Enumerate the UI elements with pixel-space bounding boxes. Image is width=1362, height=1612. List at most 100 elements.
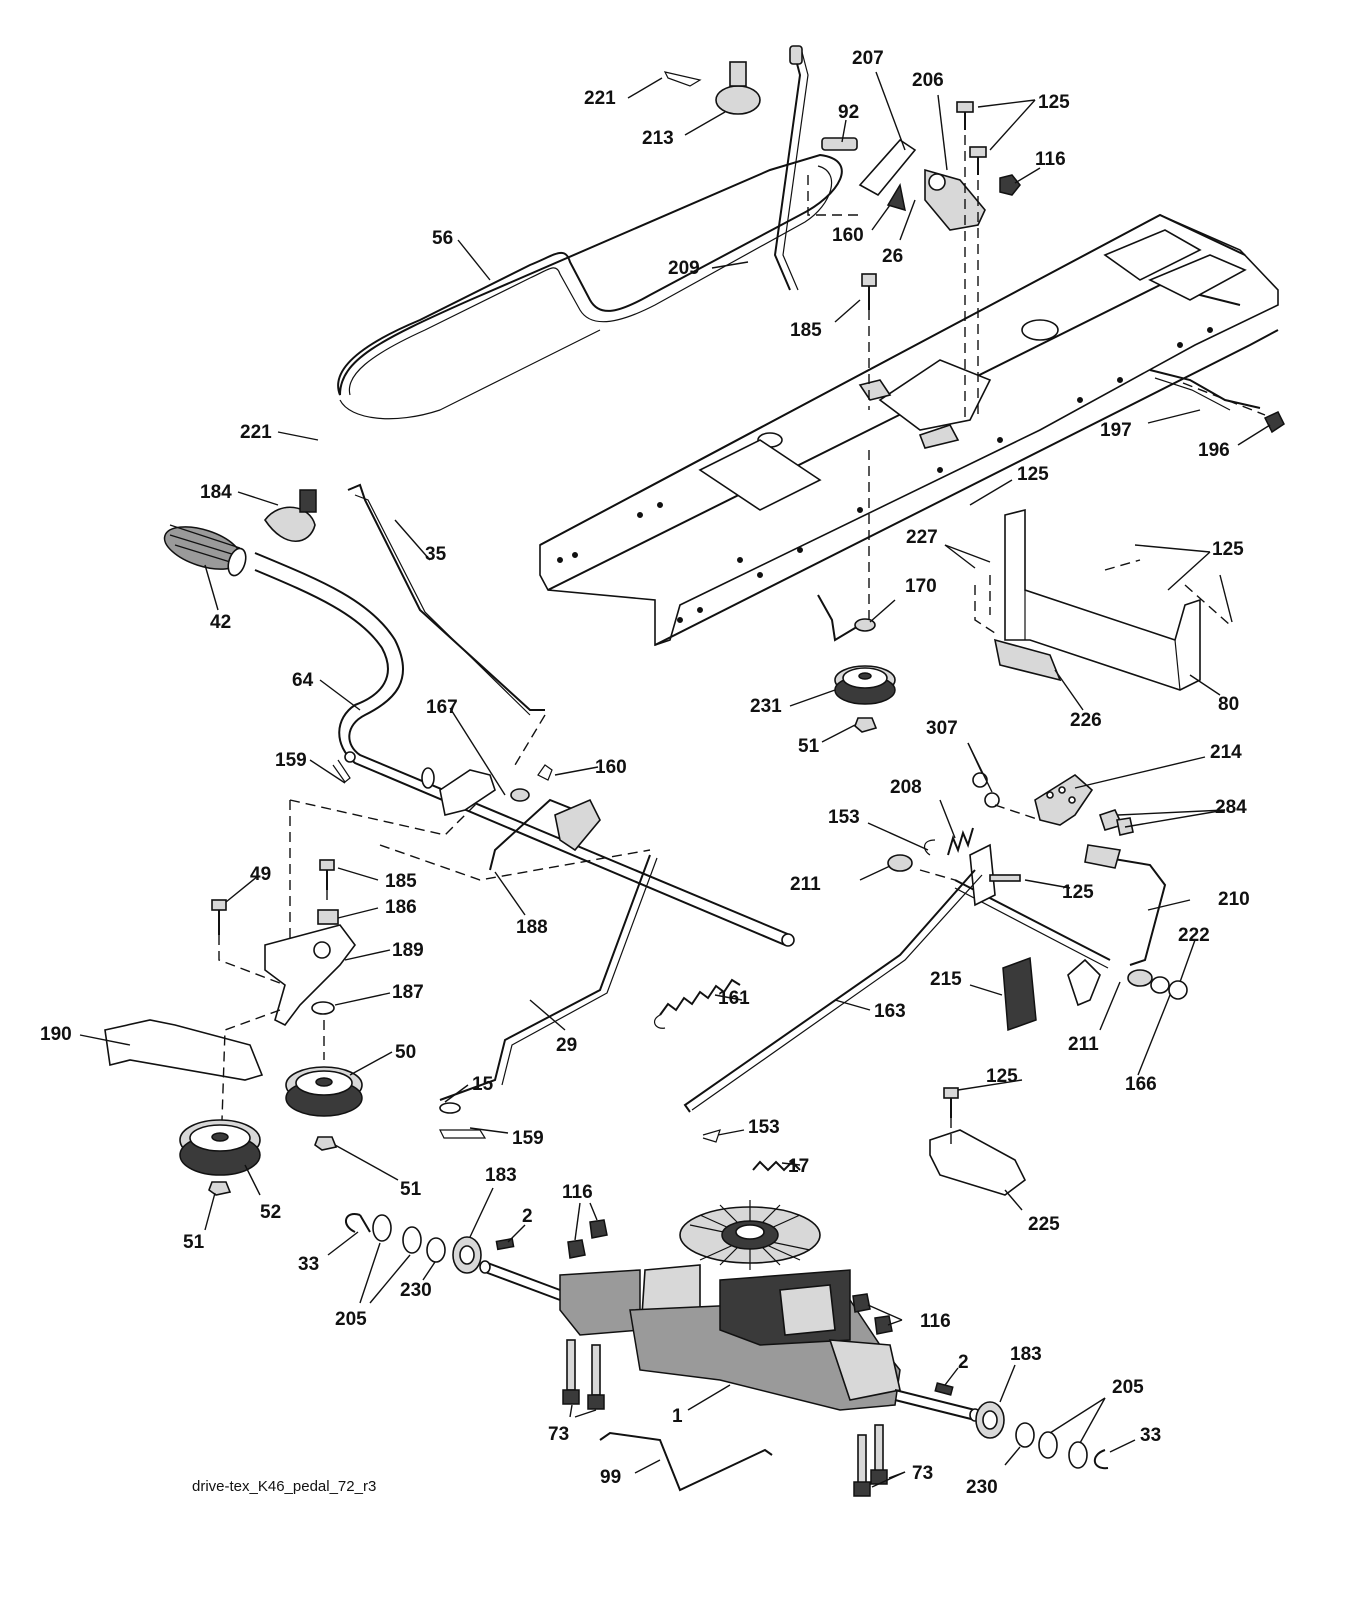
callout-125: 125 (1062, 882, 1094, 903)
callout-205-b: 205 (1112, 1377, 1144, 1398)
callout-214: 214 (1210, 742, 1242, 763)
callout-230: 230 (400, 1280, 432, 1301)
callout-51-b: 51 (183, 1232, 205, 1253)
axle-hardware-right (853, 1382, 1109, 1497)
spring-161 (653, 978, 741, 1029)
idler-pulley (817, 594, 896, 733)
callout-1: 1 (672, 1406, 683, 1427)
shift-knob (663, 61, 761, 115)
callout-51: 51 (400, 1179, 422, 1200)
plate-190 (104, 1019, 264, 1081)
callout-116-b: 116 (920, 1311, 951, 1332)
callout-159-b: 159 (512, 1128, 544, 1149)
callout-230-b: 230 (966, 1477, 998, 1498)
callout-125-b: 125 (986, 1066, 1018, 1087)
callout-26: 26 (882, 246, 903, 267)
side-panel (1004, 508, 1201, 691)
callout-206: 206 (912, 70, 944, 91)
bracket-226 (993, 638, 1062, 682)
pivot-bracket (821, 137, 986, 231)
callout-187: 187 (392, 982, 424, 1003)
callout-225: 225 (1028, 1214, 1060, 1235)
cross-shaft (887, 843, 1188, 1007)
callout-125-c: 125 (1017, 464, 1049, 485)
callout-49: 49 (250, 864, 271, 885)
diagram-caption: drive-tex_K46_pedal_72_r3 (192, 1478, 376, 1495)
callout-17: 17 (788, 1156, 809, 1177)
callout-42: 42 (210, 612, 231, 633)
callout-2-b: 2 (958, 1352, 969, 1373)
drive-lever (163, 489, 795, 947)
callout-221: 221 (584, 88, 616, 109)
callout-80: 80 (1218, 694, 1239, 715)
callout-73: 73 (548, 1424, 569, 1445)
idler-bracket (211, 859, 356, 1027)
callout-153-b: 153 (828, 807, 860, 828)
callout-160-b: 160 (832, 225, 864, 246)
callout-210: 210 (1218, 889, 1250, 910)
callout-125-d: 125 (1212, 539, 1244, 560)
callout-183-b: 183 (1010, 1344, 1042, 1365)
callout-29: 29 (556, 1035, 577, 1056)
bolts-top (861, 101, 1021, 310)
callout-184: 184 (200, 482, 232, 503)
callout-15: 15 (472, 1074, 494, 1095)
callout-284: 284 (1215, 797, 1247, 818)
bracket-167 (332, 751, 553, 816)
callout-205: 205 (335, 1309, 367, 1330)
callout-185-b: 185 (790, 320, 822, 341)
pedal-arm (489, 798, 601, 871)
callout-2: 2 (522, 1206, 533, 1227)
spring-208 (924, 827, 974, 856)
brake-pedal (972, 772, 1134, 836)
rod-29 (439, 854, 658, 1139)
callout-213: 213 (642, 128, 674, 149)
rod-163 (683, 869, 983, 1113)
callout-197: 197 (1100, 420, 1132, 441)
pulley-50 (285, 1066, 363, 1151)
callout-190: 190 (40, 1024, 72, 1045)
callout-73-b: 73 (912, 1463, 933, 1484)
callout-208: 208 (890, 777, 922, 798)
callout-51-c: 51 (798, 736, 820, 757)
callout-215: 215 (930, 969, 962, 990)
callout-64: 64 (292, 670, 314, 691)
bracket-225 (929, 1087, 1027, 1196)
cover-215 (1002, 956, 1037, 1032)
callout-56: 56 (432, 228, 453, 249)
callout-125-e: 125 (1038, 92, 1070, 113)
callout-35: 35 (425, 544, 447, 565)
callout-226: 226 (1070, 710, 1102, 731)
callout-167: 167 (426, 697, 458, 718)
transaxle (479, 1200, 981, 1422)
leader-lines (79, 71, 1271, 1488)
callout-116-c: 116 (1035, 149, 1066, 170)
callout-227: 227 (906, 527, 938, 548)
callout-166: 166 (1125, 1074, 1157, 1095)
callout-116: 116 (562, 1182, 593, 1203)
callout-211: 211 (1068, 1034, 1099, 1055)
callout-99: 99 (600, 1467, 621, 1488)
assembly-lines (218, 135, 1266, 1145)
shift-lever (773, 45, 809, 291)
rear-handle (1149, 369, 1285, 434)
callout-163: 163 (874, 1001, 906, 1022)
callout-92: 92 (838, 102, 859, 123)
callout-186: 186 (385, 897, 417, 918)
chassis-frame (539, 213, 1279, 647)
callout-209: 209 (668, 258, 700, 279)
rod-99 (599, 1431, 773, 1492)
callout-160: 160 (595, 757, 627, 778)
callout-221-b: 221 (240, 422, 272, 443)
callout-196: 196 (1198, 440, 1230, 461)
callout-207: 207 (852, 48, 884, 69)
callout-231: 231 (750, 696, 782, 717)
rod-35 (347, 483, 545, 716)
callout-307: 307 (926, 718, 958, 739)
callout-159: 159 (275, 750, 307, 771)
callout-52: 52 (260, 1202, 281, 1223)
drive-belt (337, 153, 843, 420)
pulley-52 (179, 1119, 261, 1196)
callout-185: 185 (385, 871, 417, 892)
